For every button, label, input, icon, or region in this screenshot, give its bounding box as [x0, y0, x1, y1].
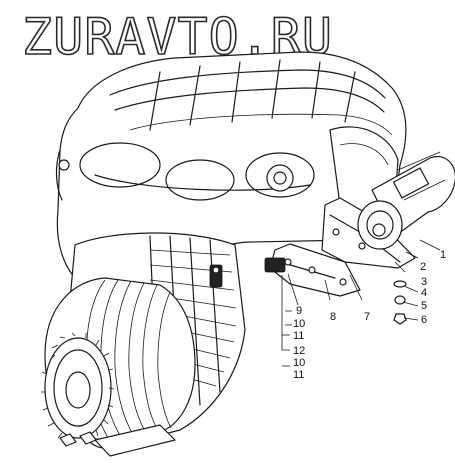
callout-12: 12 [293, 345, 305, 357]
callout-labels: 1 2 3 4 5 6 7 8 9 10 11 12 10 11 [293, 249, 446, 381]
callout-11b: 11 [293, 369, 304, 381]
watermark-logo: ZURAVTO.RU [22, 8, 333, 66]
callout-3: 3 [421, 276, 427, 288]
callout-8: 8 [330, 311, 336, 323]
callout-10: 10 [293, 318, 305, 330]
callout-1: 1 [440, 249, 446, 261]
gearbox-cylinder [41, 277, 196, 445]
callout-10b: 10 [293, 357, 305, 369]
callout-5: 5 [421, 300, 427, 312]
callout-4: 4 [421, 287, 427, 299]
callout-11: 11 [293, 330, 304, 342]
bottom-mount [59, 424, 176, 457]
callout-9: 9 [296, 305, 302, 317]
leader-lines [281, 239, 441, 367]
callout-7: 7 [364, 311, 370, 323]
callout-2: 2 [420, 261, 426, 273]
fasteners [393, 280, 407, 325]
callout-6: 6 [421, 314, 427, 326]
pump-unit [264, 151, 455, 297]
